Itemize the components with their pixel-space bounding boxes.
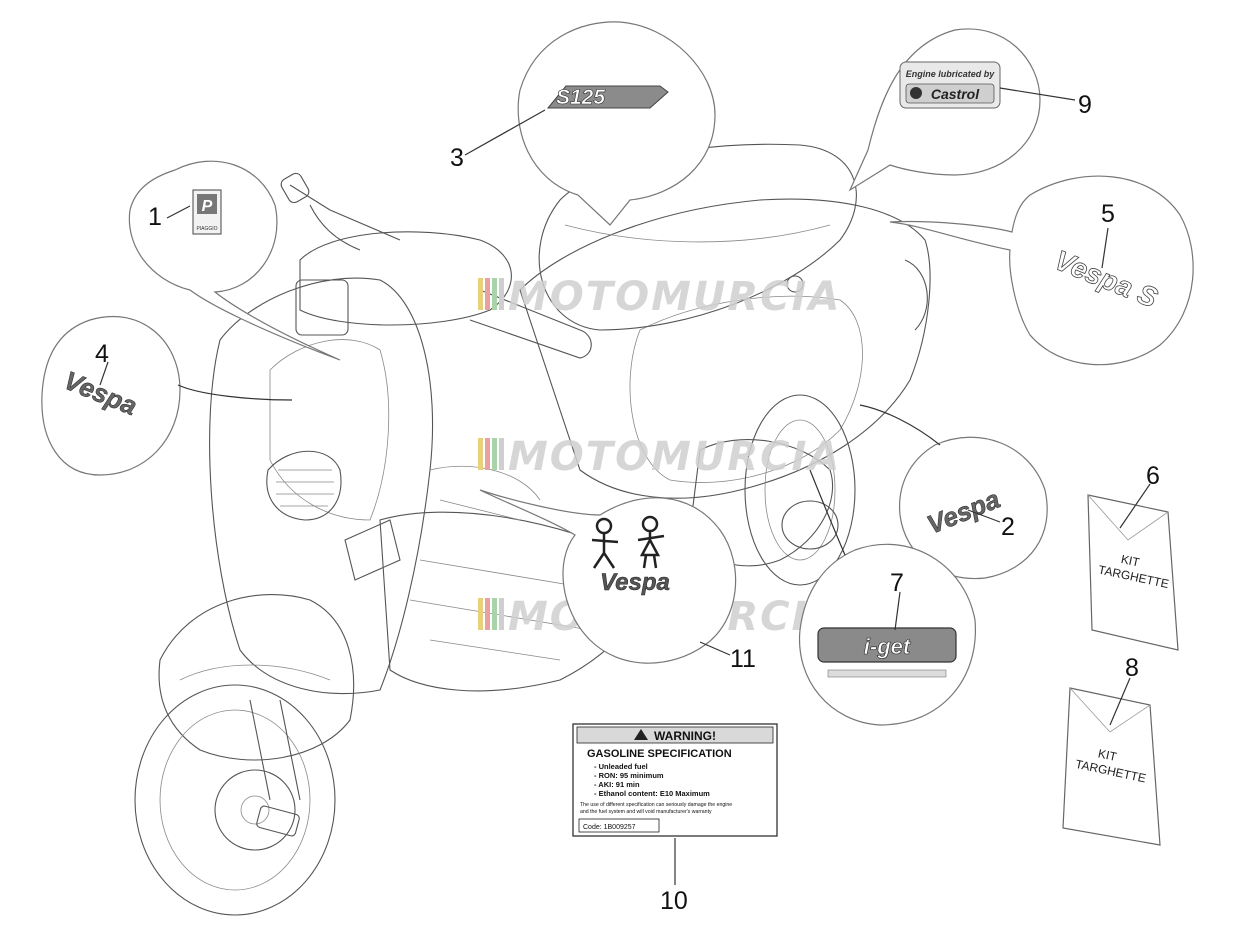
detail-bubble-castrol: Engine lubricated by Castrol — [848, 28, 1041, 192]
kit-pack-8: KIT TARGHETTE — [1062, 687, 1161, 846]
warning-title: GASOLINE SPECIFICATION — [587, 748, 732, 760]
warning-note-2: and the fuel system and will void manufa… — [580, 809, 712, 815]
watermark-top: MOTOMURCIA — [478, 274, 841, 320]
stick-figures-icon — [591, 515, 665, 569]
piaggio-letter: P — [202, 198, 213, 215]
warning-label: WARNING! GASOLINE SPECIFICATION - Unlead… — [572, 723, 778, 837]
s125-text: S125 — [556, 86, 605, 109]
warning-bullet-4: - Ethanol content: E10 Maximum — [594, 789, 710, 798]
callout-3: 3 — [450, 144, 464, 172]
warning-code: Code: 1B009257 — [583, 824, 636, 831]
castrol-sticker: Engine lubricated by Castrol — [899, 61, 1001, 109]
warning-header: WARNING! — [654, 729, 716, 743]
leader-lines — [99, 87, 1151, 885]
watermark-text: MOTOMURCIA — [508, 434, 841, 480]
detail-bubble-vespa-left: Vespa — [41, 315, 293, 476]
detail-bubble-piaggio: P PIAGGIO — [128, 160, 341, 361]
callout-5: 5 — [1101, 200, 1115, 228]
warning-bullet-1: - Unleaded fuel — [594, 762, 648, 771]
kit-pack-6: KIT TARGHETTE — [1087, 494, 1179, 651]
callout-11: 11 — [730, 645, 756, 673]
detail-bubble-vespa-s: Vespa S — [889, 175, 1194, 366]
warning-bullet-3: - AKI: 91 min — [594, 780, 640, 789]
watermark-text: MOTOMURCIA — [508, 274, 841, 320]
callout-4: 4 — [95, 340, 109, 368]
s125-badge: S125 — [546, 85, 669, 109]
watermark-middle: MOTOMURCIA — [478, 434, 841, 480]
scooter-drawing — [134, 143, 931, 916]
callout-2: 2 — [1001, 513, 1015, 541]
castrol-line1: Engine lubricated by — [906, 69, 996, 79]
castrol-line2: Castrol — [931, 86, 980, 102]
detail-bubble-s125: S125 — [517, 21, 716, 226]
callout-10: 10 — [660, 887, 688, 915]
callout-7: 7 — [890, 569, 904, 597]
callout-1: 1 — [148, 203, 162, 231]
iget-badge: i-get — [817, 627, 957, 678]
castrol-logo-icon — [910, 87, 922, 99]
callout-6: 6 — [1146, 462, 1160, 490]
piaggio-badge: P PIAGGIO — [192, 189, 222, 235]
warning-triangle-icon — [634, 729, 648, 740]
detail-bubble-kids-logo: Vespa — [479, 489, 737, 664]
warning-note-1: The use of different specification can s… — [580, 802, 732, 808]
callout-numbers: 1 2 3 4 5 6 7 8 9 10 11 — [95, 91, 1160, 915]
detail-bubble-vespa-side: Vespa — [859, 404, 1048, 580]
kit8-line1: KIT — [1097, 746, 1119, 764]
detail-bubble-iget: i-get — [798, 469, 976, 726]
callout-9: 9 — [1078, 91, 1092, 119]
callout-8: 8 — [1125, 654, 1139, 682]
piaggio-word: PIAGGIO — [196, 226, 217, 232]
warning-bullet-2: - RON: 95 minimum — [594, 771, 664, 780]
iget-text: i-get — [864, 634, 912, 659]
vespa-kids-text: Vespa — [600, 569, 670, 596]
kit6-line1: KIT — [1120, 552, 1142, 570]
